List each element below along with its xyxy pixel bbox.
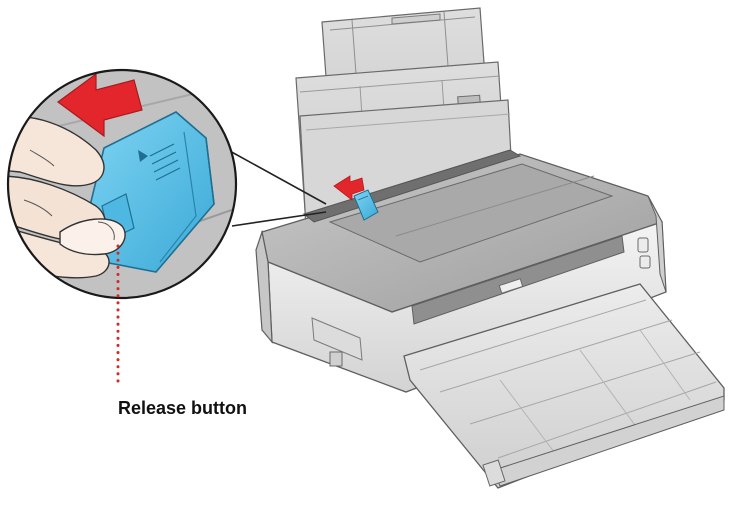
edge-guide-small	[353, 189, 379, 221]
arrow-left-icon-large	[56, 72, 143, 138]
arrow-left-icon	[333, 175, 365, 201]
output-tray	[403, 283, 725, 489]
zoom-inset	[6, 68, 238, 300]
callout-connector	[227, 149, 327, 227]
printer	[255, 7, 725, 489]
hand	[8, 116, 126, 279]
release-button-label: Release button	[118, 398, 248, 418]
